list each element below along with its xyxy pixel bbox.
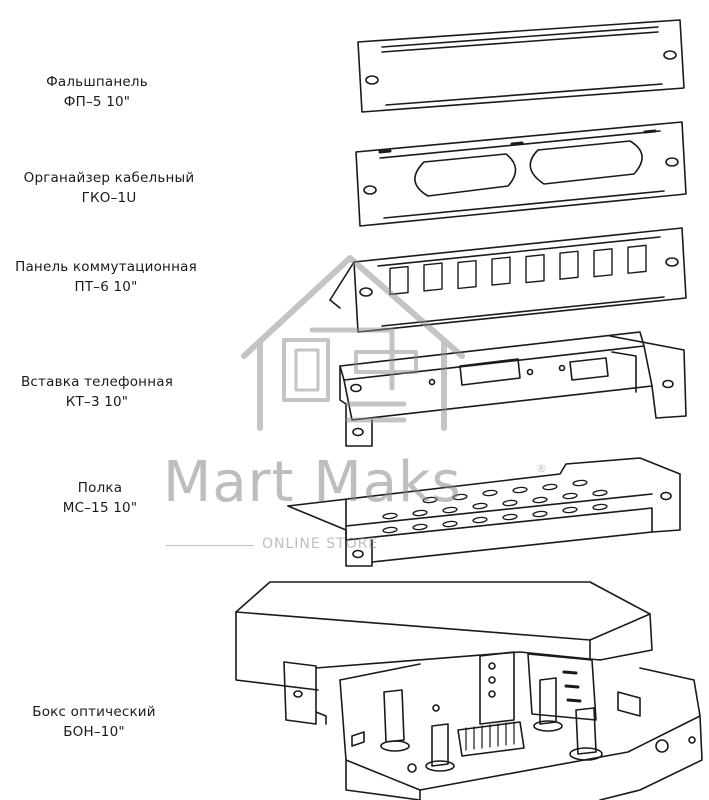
caption-telephone-insert: Вставка телефонная КТ–3 10"	[2, 372, 192, 412]
watermark-house-logo	[241, 255, 465, 431]
caption-cable-organizer-model: ГКО–1U	[81, 190, 137, 206]
blank-panel-drawing	[357, 19, 685, 113]
caption-optical-box-model: БОН–10"	[63, 724, 125, 740]
cable-organizer-drawing	[355, 121, 687, 227]
caption-shelf-name: Полка	[77, 480, 123, 496]
caption-shelf: Полка МС–15 10"	[40, 478, 160, 518]
caption-patch-panel: Панель коммутационная ПТ–6 10"	[0, 257, 212, 297]
caption-telephone-insert-name: Вставка телефонная	[20, 374, 174, 390]
optical-box-drawing	[235, 581, 703, 800]
watermark-brand: Mart Maks	[163, 450, 462, 515]
caption-patch-panel-name: Панель коммутационная	[15, 259, 197, 275]
patch-panel-drawing	[329, 227, 687, 333]
caption-blank-panel-model: ФП–5 10"	[63, 94, 131, 110]
watermark-registered-mark: ®	[536, 462, 547, 475]
caption-optical-box: Бокс оптический БОН–10"	[14, 702, 174, 742]
watermark-subtitle: ONLINE STORE	[262, 536, 379, 552]
caption-telephone-insert-model: КТ–3 10"	[65, 394, 129, 410]
caption-cable-organizer: Органайзер кабельный ГКО–1U	[4, 168, 214, 208]
caption-patch-panel-model: ПТ–6 10"	[74, 279, 138, 295]
caption-blank-panel-name: Фальшпанель	[46, 74, 148, 90]
shelf-drawing	[287, 457, 681, 567]
caption-blank-panel: Фальшпанель ФП–5 10"	[22, 72, 172, 112]
watermark-divider	[166, 545, 254, 546]
telephone-insert-drawing	[339, 331, 687, 447]
caption-optical-box-name: Бокс оптический	[32, 704, 156, 720]
caption-cable-organizer-name: Органайзер кабельный	[23, 170, 195, 186]
caption-shelf-model: МС–15 10"	[62, 500, 138, 516]
